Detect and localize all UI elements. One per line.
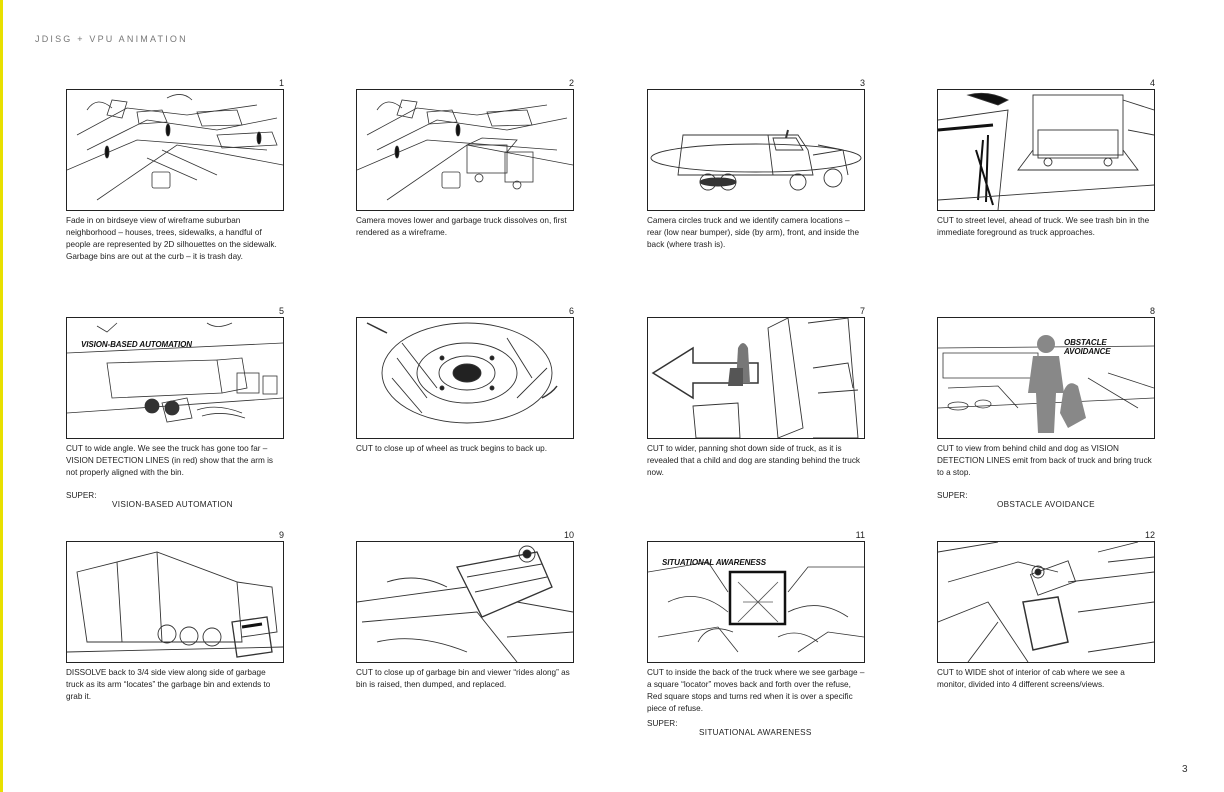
panel-number: 4 [1149,78,1155,88]
panel-description: Fade in on birdseye view of wireframe su… [66,216,277,261]
panel-number: 11 [855,530,865,540]
storyboard-panel-6: 6 CUT to close up of wheel as truck begi… [356,306,574,455]
panel-number: 6 [568,306,574,316]
panel-description: CUT to close up of garbage bin and viewe… [356,668,570,689]
super-label: SUPER: [647,719,678,728]
panel-number: 5 [278,306,284,316]
panel-number: 2 [568,78,574,88]
panel-description: CUT to wider, panning shot down side of … [647,444,861,477]
panel-sketch [647,89,865,211]
page-number: 3 [1182,764,1188,775]
panel-number: 3 [859,78,865,88]
panel-sketch [66,541,284,663]
panel-sketch [66,89,284,211]
panel-description: CUT to wide angle. We see the truck has … [66,444,274,477]
panel-number: 1 [278,78,284,88]
panel-number: 10 [563,530,574,540]
panel-description: Camera circles truck and we identify cam… [647,216,860,249]
panel-sketch: VISION-BASED AUTOMATION [66,317,284,439]
storyboard-panel-5: 5 VISION-BASED AUTOMATION CUT to wide an… [66,306,284,509]
accent-bar [0,0,3,792]
panel-description: CUT to WIDE shot of interior of cab wher… [937,668,1125,689]
super-label: SUPER: [66,491,97,500]
panel-sketch [937,89,1155,211]
panel-sketch [356,317,574,439]
super-text: SITUATIONAL AWARENESS [699,728,812,737]
storyboard-panel-7: 7 CUT to wider, panning shot down side o… [647,306,865,479]
panel-description: CUT to view from behind child and dog as… [937,444,1152,477]
panel-sketch [647,317,865,439]
panel-description: DISSOLVE back to 3/4 side view along sid… [66,668,271,701]
storyboard-panel-11: 11 SITUATIONAL AWARENESS CUT to inside t… [647,530,865,737]
panel-number: 9 [278,530,284,540]
panel-description: CUT to close up of wheel as truck begins… [356,444,547,453]
storyboard-panel-4: 4 CUT to street level, ahead of truck. W… [937,78,1155,239]
panel-description: CUT to street level, ahead of truck. We … [937,216,1150,237]
document-header: JDISG + VPU ANIMATION [35,34,188,44]
storyboard-panel-3: 3 Camera circles truck and we identify c… [647,78,865,251]
panel-sketch [356,541,574,663]
super-label: SUPER: [937,491,968,500]
super-overlay-label: SITUATIONAL AWARENESS [662,558,766,567]
storyboard-panel-8: 8 OBSTACLE AVOIDANCE CUT to view from be… [937,306,1155,509]
panel-sketch: OBSTACLE AVOIDANCE [937,317,1155,439]
panel-description: CUT to inside the back of the truck wher… [647,668,865,713]
storyboard-panel-9: 9 DISSOLVE back to 3/4 side view along s… [66,530,284,703]
storyboard-panel-10: 10 CUT to close up of garbage bin and vi… [356,530,574,691]
storyboard-panel-12: 12 CUT to WIDE shot of interior of cab w… [937,530,1155,691]
panel-number: 7 [859,306,865,316]
super-overlay-label: OBSTACLE AVOIDANCE [1064,338,1111,356]
panel-sketch [356,89,574,211]
storyboard-panel-2: 2 Camera moves lower and garbage truck d… [356,78,574,239]
panel-number: 8 [1149,306,1155,316]
panel-sketch [937,541,1155,663]
panel-sketch: SITUATIONAL AWARENESS [647,541,865,663]
super-overlay-label: VISION-BASED AUTOMATION [81,340,192,349]
super-text: OBSTACLE AVOIDANCE [997,500,1095,509]
panel-description: Camera moves lower and garbage truck dis… [356,216,567,237]
super-text: VISION-BASED AUTOMATION [112,500,233,509]
panel-number: 12 [1144,530,1155,540]
storyboard-panel-1: 1 Fade in on birdseye view of wireframe … [66,78,284,263]
